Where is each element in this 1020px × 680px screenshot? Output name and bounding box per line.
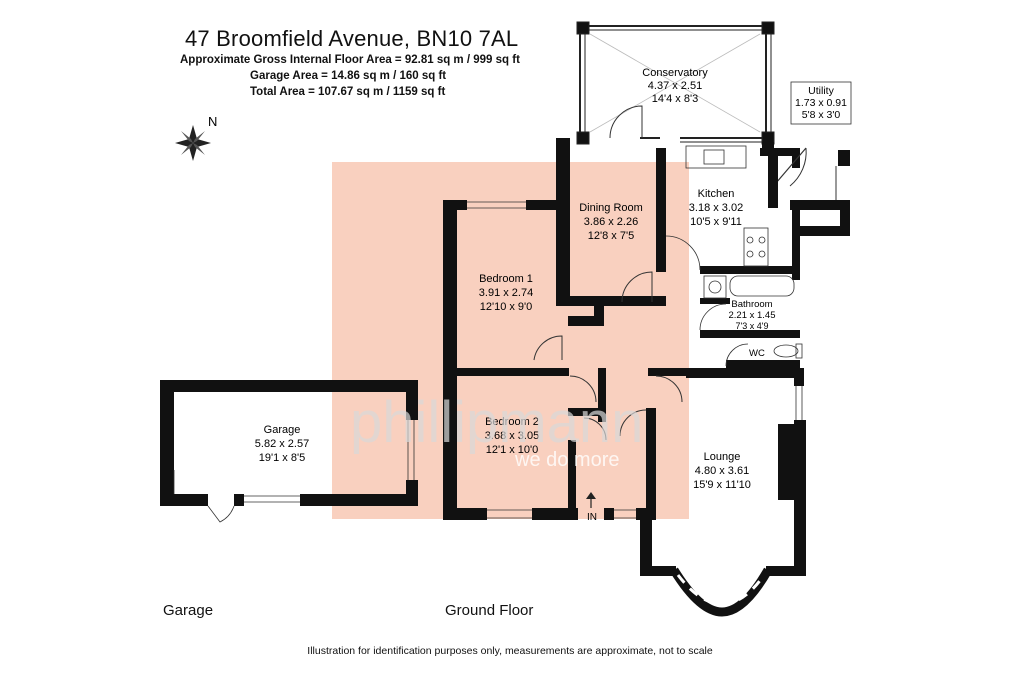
bedroom-2-walls [443, 368, 686, 520]
ground-floor-label: Ground Floor [445, 602, 534, 619]
bathroom-metric: 2.21 x 1.45 [728, 310, 775, 321]
watermark-brand: phillipmann [350, 390, 643, 455]
dining-room-label: Dining Room 3.86 x 2.26 12'8 x 7'5 [579, 202, 643, 242]
conservatory-door [609, 105, 643, 139]
entrance-arrow-head [586, 492, 596, 499]
watermark-panel [332, 162, 689, 519]
compass-north-label: N [208, 114, 217, 129]
bedroom-1-imperial: 12'10 x 9'0 [480, 301, 533, 313]
bathroom-name: Bathroom [731, 299, 772, 310]
conservatory-name: Conservatory [642, 67, 708, 79]
dining-room-imperial: 12'8 x 7'5 [588, 230, 634, 242]
lounge-window-right [795, 386, 803, 420]
kitchen-label: Kitchen 3.18 x 3.02 10'5 x 9'11 [689, 188, 743, 228]
bathroom-walls [700, 298, 800, 368]
conservatory-label: Conservatory 4.37 x 2.51 14'4 x 8'3 [642, 67, 708, 105]
dining-room-walls [556, 148, 666, 326]
entrance-label: IN [587, 512, 597, 523]
utility-name: Utility [808, 85, 834, 97]
bedroom-1-name: Bedroom 1 [479, 273, 533, 285]
kitchen-name: Kitchen [698, 188, 735, 200]
utility-metric: 1.73 x 0.91 [795, 97, 847, 109]
bedroom-1-walls [443, 200, 570, 518]
bedroom-2-label: Bedroom 2 3.68 x 3.05 12'1 x 10'0 [485, 416, 539, 456]
wc-name: WC [749, 348, 765, 359]
dining-room-door [621, 271, 653, 303]
compass-icon [175, 125, 211, 161]
disclaimer: Illustration for identification purposes… [307, 645, 713, 657]
kitchen-imperial: 10'5 x 9'11 [690, 216, 742, 228]
bedroom-1-label: Bedroom 1 3.91 x 2.74 12'10 x 9'0 [479, 273, 533, 313]
bedroom-1-metric: 3.91 x 2.74 [479, 287, 533, 299]
lounge-walls [640, 368, 806, 576]
garage-label: Garage 5.82 x 2.57 19'1 x 8'5 [255, 424, 309, 464]
dining-room-metric: 3.86 x 2.26 [584, 216, 638, 228]
garage-area-line: Garage Area = 14.86 sq m / 160 sq ft [250, 70, 447, 82]
lounge-label: Lounge 4.80 x 3.61 15'9 x 11'10 [693, 451, 751, 491]
utility-label: Utility 1.73 x 0.91 5'8 x 3'0 [795, 85, 847, 121]
garage-imperial: 19'1 x 8'5 [259, 452, 305, 464]
bedroom-1-door [533, 335, 563, 361]
hall-doors [569, 375, 683, 441]
garage-metric: 5.82 x 2.57 [255, 438, 309, 450]
lounge-name: Lounge [704, 451, 741, 463]
gross-area-line: Approximate Gross Internal Floor Area = … [180, 54, 520, 66]
lounge-metric: 4.80 x 3.61 [695, 465, 749, 477]
conservatory-metric: 4.37 x 2.51 [648, 80, 702, 92]
lounge-bay-window [670, 567, 772, 617]
lounge-imperial: 15'9 x 11'10 [693, 479, 751, 491]
plan-title: 47 Broomfield Avenue, BN10 7AL [185, 26, 519, 51]
conservatory-imperial: 14'4 x 8'3 [652, 93, 698, 105]
dining-room-name: Dining Room [579, 202, 643, 214]
bathroom-imperial: 7'3 x 4'9 [736, 321, 769, 331]
bathroom-label: Bathroom 2.21 x 1.45 7'3 x 4'9 [728, 299, 775, 331]
bedroom-2-window [487, 509, 636, 519]
bedroom-2-imperial: 12'1 x 10'0 [486, 444, 539, 456]
bathroom-fittings [699, 275, 803, 367]
kitchen-metric: 3.18 x 3.02 [689, 202, 743, 214]
utility-imperial: 5'8 x 3'0 [802, 109, 841, 121]
utility-label-box [790, 81, 852, 125]
bedroom-1-window [467, 201, 526, 209]
total-area-line: Total Area = 107.67 sq m / 1159 sq ft [250, 86, 446, 98]
garage-walls [160, 380, 418, 506]
bedroom-2-name: Bedroom 2 [485, 416, 539, 428]
bedroom-2-metric: 3.68 x 3.05 [485, 430, 539, 442]
garage-floor-label: Garage [163, 602, 214, 619]
garage-name: Garage [264, 424, 301, 436]
garage-door-opening [173, 420, 415, 523]
kitchen-fittings [665, 145, 769, 271]
watermark-tagline: we do more [514, 449, 620, 471]
